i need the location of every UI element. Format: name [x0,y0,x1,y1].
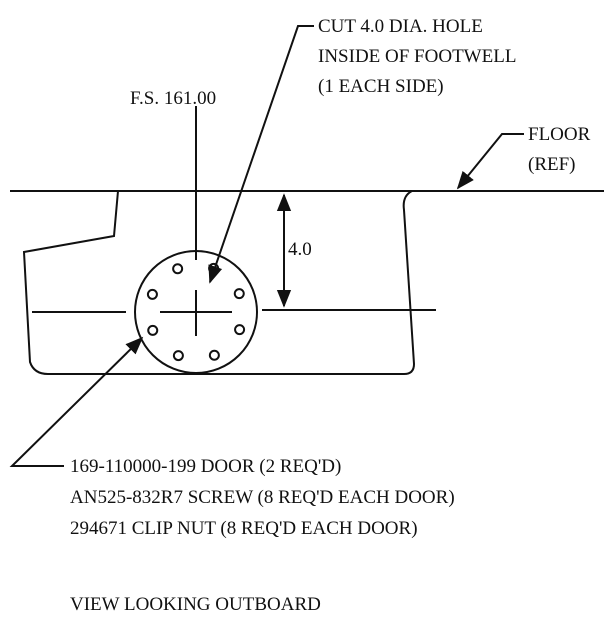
hole-callout-leader [208,25,314,284]
parts-callout-line-1: 169-110000-199 DOOR (2 REQ'D) [70,456,341,477]
dimension-label: 4.0 [288,239,312,260]
station-label: F.S. 161.00 [130,88,216,109]
floor-callout-leader [456,133,524,190]
fastener-hole [147,324,159,336]
parts-callout-line-3: 294671 CLIP NUT (8 REQ'D EACH DOOR) [70,518,418,539]
view-title: VIEW LOOKING OUTBOARD [70,594,321,615]
floor-callout-line-2: (REF) [528,154,576,175]
fastener-hole [172,350,184,362]
access-door-circle [134,250,258,374]
hole-callout-line-1: CUT 4.0 DIA. HOLE [318,16,483,37]
fastener-hole [233,288,245,300]
footwell-outline [22,190,416,375]
parts-callout-line-2: AN525-832R7 SCREW (8 REQ'D EACH DOOR) [70,487,455,508]
fastener-hole [234,324,246,336]
floor-callout-line-1: FLOOR [528,124,591,145]
parts-callout-leader [9,336,144,467]
fastener-hole [208,349,220,361]
hole-callout-line-2: INSIDE OF FOOTWELL [318,46,516,67]
fastener-hole [172,263,184,275]
hole-callout-line-3: (1 EACH SIDE) [318,76,444,97]
fastener-hole [146,288,158,300]
fastener-group [146,262,246,362]
